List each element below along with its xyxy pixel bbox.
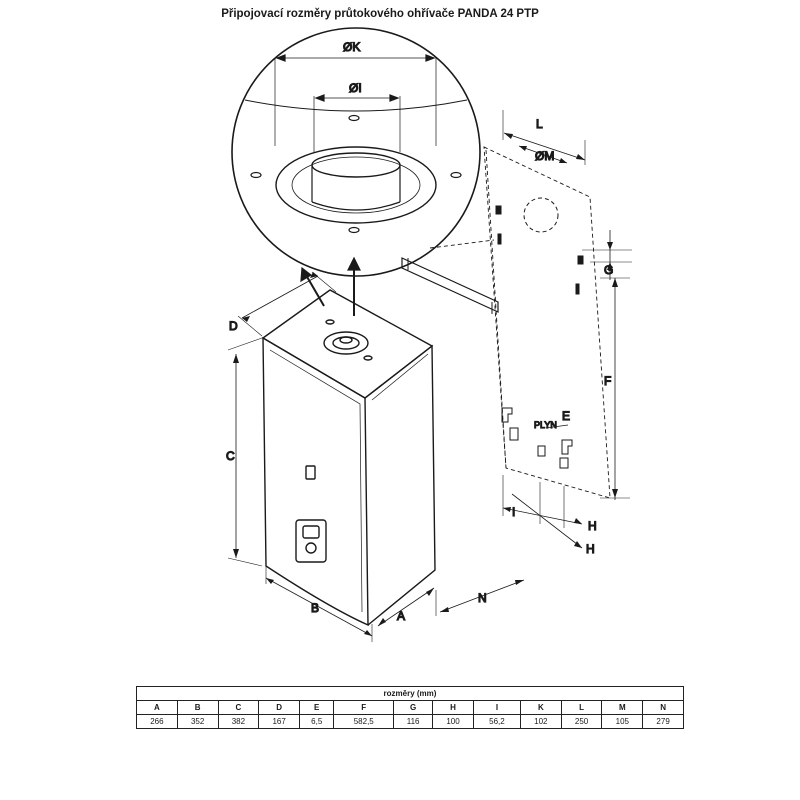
dimension-column-g: G [393,700,434,715]
wall-mounting-template [429,146,611,499]
dimension-column-h: H [432,700,474,715]
label-e: E [562,409,570,423]
label-i-bottom: I [512,505,515,519]
label-h-lower: H [586,542,595,556]
dimension-value-e: 6,5 [298,714,335,729]
flue-detail-circle [231,27,481,277]
label-l: L [536,117,543,131]
label-plyn: PLYN [534,420,557,430]
dimension-value-g: 116 [393,714,434,729]
dimension-column-i: I [472,700,521,715]
label-k: ØK [343,40,360,54]
dimension-arrowheads [233,133,618,636]
label-a: A [397,609,405,623]
boiler-body [261,289,436,627]
dimension-column-b: B [176,700,219,715]
dimension-value-m: 105 [601,714,644,729]
dimension-value-f: 582,5 [333,714,395,729]
dimension-column-m: M [601,700,644,715]
dimensions-table-header: rozměry (mm) [136,686,684,701]
label-g: G [604,263,613,277]
label-h-upper: H [588,519,597,533]
dimension-column-c: C [217,700,260,715]
dimension-column-d: D [258,700,300,715]
detail-arrows [300,256,361,316]
dimension-value-k: 102 [519,714,562,729]
dimension-column-l: L [560,700,603,715]
dimension-column-n: N [642,700,684,715]
dimension-column-a: A [136,700,178,715]
label-d: D [229,319,238,333]
wall-template-fittings [401,197,584,469]
dimension-value-n: 279 [642,714,684,729]
label-b: B [311,601,319,615]
label-n: N [478,591,487,605]
dimension-column-k: K [519,700,562,715]
dimension-column-f: F [333,700,395,715]
label-m: ØM [535,149,554,163]
dimension-value-c: 382 [217,714,260,729]
dimension-value-a: 266 [136,714,178,729]
dimension-value-d: 167 [258,714,300,729]
label-f: F [604,374,611,388]
label-i: ØI [349,81,362,95]
dimension-column-e: E [298,700,335,715]
label-c: C [226,449,235,463]
dimension-lines [227,110,632,642]
dimension-value-b: 352 [176,714,219,729]
dimension-value-h: 100 [432,714,474,729]
page-title: Připojovací rozměry průtokového ohřívače… [221,8,539,20]
dimension-value-l: 250 [560,714,603,729]
dimension-value-i: 56,2 [472,714,521,729]
